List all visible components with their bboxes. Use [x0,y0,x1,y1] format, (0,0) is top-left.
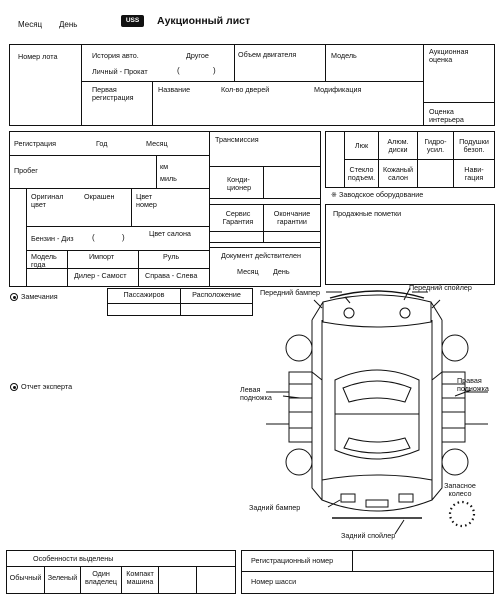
reg-month-label: Месяц [146,139,168,148]
regular-label: Обычный [9,573,42,582]
car-history-label: История авто. [92,51,139,60]
spare-wheel-label: Запасное колесо [444,481,476,499]
circle-bullet-icon [10,383,18,392]
factory-options-label: ※ Заводское оборудование [331,190,424,199]
power-windows-label: Стекло подъем. [347,165,376,183]
name-label: Название [158,85,191,94]
car-diagram [266,287,488,535]
one-owner-label: Один владелец [84,569,118,587]
dealer-self-label: Дилер - Самост [74,271,127,280]
circle-bullet-icon [10,293,18,302]
header-day-label: День [59,20,78,29]
registration-label: Регистрация [14,139,57,148]
mileage-label: Пробег [14,166,38,175]
uss-logo-badge: USS [121,15,144,27]
notes-text: Замечания [21,292,58,301]
model-label: Модель [331,51,357,60]
chassis-number-label: Номер шасси [251,577,297,586]
alloy-wheels-label: Алюм. диски [387,137,409,155]
other-label: Другое [186,51,209,60]
front-bumper-label: Передний бампер [260,288,320,297]
import-label: Импорт [89,252,115,261]
reg-number-label: Регистрационный номер [251,556,334,565]
leather-seats-label: Кожаный салон [382,165,414,183]
steering-label: Руль [163,252,180,261]
green-label: Зеленый [47,573,78,582]
rear-bumper-label: Задний бампер [249,503,301,512]
right-step-label: Правая подножка [457,376,489,394]
right-left-label: Справа - Слева [145,271,198,280]
modification-label: Модификация [314,85,362,94]
color-number-label: Цвет номер [136,192,157,210]
front-spoiler-label: Передний спойлер [409,283,472,292]
expert-report-text: Отчет эксперта [21,382,73,391]
doc-valid-label: Документ действителен [221,251,301,260]
door-count-label: Кол-во дверей [221,85,270,94]
airbags-label: Подушки безоп. [459,137,489,155]
fuel-paren-close: ) [122,233,125,242]
layout-label: Расположение [192,290,241,299]
navigation-label: Нави- гация [464,165,484,183]
air-conditioner-label: Конди- ционер [227,175,252,193]
engine-volume-label: Объем двигателя [238,50,297,59]
features-label: Особенности выделены [33,554,114,563]
personal-rental-label: Личный - Прокат [92,67,148,76]
header-month-label: Месяц [18,20,43,29]
sales-notes-label: Продажные пометки [333,209,402,218]
rear-spoiler-label: Задний спойлер [341,531,396,540]
repainted-label: Окрашен [84,192,115,201]
expert-report-label: Отчет эксперта [10,382,73,392]
sunroof-label: Люк [354,141,369,150]
paren-close: ) [213,66,216,75]
year-label: Год [96,139,108,148]
notes-label: Замечания [10,292,58,302]
compact-car-label: Компакт машина [126,569,154,587]
model-year-label: Модель года [31,252,57,270]
spare-wheel-marker [448,500,476,528]
first-registration-label: Первая регистрация [92,85,134,103]
service-warranty-label: Сервис Гарантия [222,209,254,227]
doc-day-label: День [273,267,290,276]
original-color-label: Оригинал цвет [31,192,64,210]
interior-grade-label: Оценка интерьера [429,107,464,125]
paren-open: ( [177,66,180,75]
km-label: км [160,162,169,171]
transmission-label: Трансмиссия [215,135,259,144]
doc-month-label: Месяц [237,267,259,276]
left-step-label: Левая подножка [240,385,272,403]
lot-number-label: Номер лота [18,52,58,61]
warranty-end-label: Окончание гарантии [273,209,311,227]
fuel-label: Бензин - Диз [31,234,74,243]
page-title: Аукционный лист [157,15,251,27]
interior-color-label: Цвет салона [149,229,191,238]
fuel-paren-open: ( [92,233,95,242]
passengers-label: Пассажиров [123,290,165,299]
power-steering-label: Гидро- усил. [424,137,447,155]
mile-label: миль [160,174,177,183]
auction-grade-label: Аукционная оценка [429,47,469,65]
